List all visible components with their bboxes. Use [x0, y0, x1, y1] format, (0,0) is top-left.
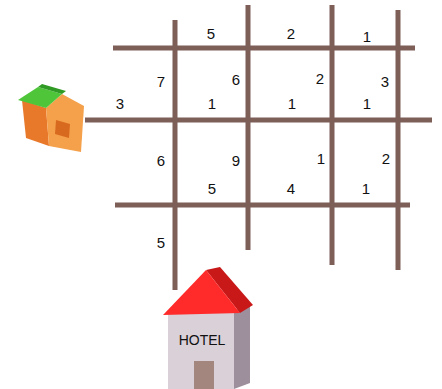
- segment-number: 2: [382, 151, 390, 166]
- segment-number: 1: [363, 96, 371, 111]
- segment-number: 1: [362, 181, 370, 196]
- segment-number: 5: [157, 235, 165, 250]
- hotel-building: HOTEL: [160, 265, 255, 389]
- segment-number: 7: [157, 74, 165, 89]
- segment-number: 2: [316, 71, 324, 86]
- segment-number: 1: [288, 96, 296, 111]
- house-icon: [18, 84, 84, 152]
- segment-number: 1: [317, 151, 325, 166]
- segment-number: 6: [232, 72, 240, 87]
- hotel-sign: HOTEL: [179, 333, 226, 347]
- segment-number: 3: [381, 74, 389, 89]
- segment-number: 1: [363, 29, 371, 44]
- segment-number: 1: [208, 96, 216, 111]
- segment-number: 5: [207, 26, 215, 41]
- segment-number: 6: [157, 153, 165, 168]
- segment-number: 9: [232, 153, 240, 168]
- segment-number: 3: [116, 96, 124, 111]
- segment-number: 2: [287, 26, 295, 41]
- segment-number: 4: [287, 181, 295, 196]
- building-shape: [160, 265, 255, 389]
- segment-number: 5: [208, 181, 216, 196]
